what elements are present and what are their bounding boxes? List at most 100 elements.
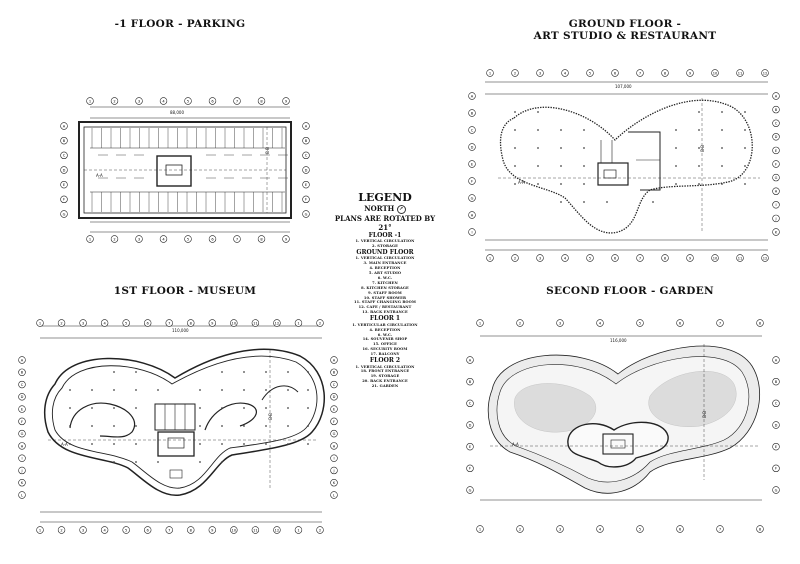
grid-bubble-label: B — [775, 108, 778, 112]
grid-bubble — [330, 442, 338, 450]
grid-bubble — [302, 166, 310, 174]
grid-bubble-label: I — [471, 230, 472, 234]
grid-bubble — [165, 526, 173, 534]
grid-bubble-label: 4 — [103, 528, 106, 532]
grid-bubble-label: K — [775, 230, 778, 234]
grid-bubble — [772, 133, 780, 141]
grid-bubble — [159, 235, 168, 243]
legend-north-label: NORTH ↗ — [330, 204, 440, 214]
grid-bubble-label: 5 — [187, 99, 189, 103]
grid-bubble — [251, 526, 260, 534]
grid-bubble-label: H — [21, 444, 24, 448]
grid-bubble-label: 3 — [138, 237, 140, 241]
structural-column — [675, 129, 677, 131]
grid-bubble — [208, 97, 217, 105]
grid-bubble-label: 5 — [187, 237, 189, 241]
structural-column — [698, 111, 700, 113]
grid-bubble-label: 8 — [759, 527, 762, 531]
legend-item: 21. GARDEN — [371, 384, 399, 389]
legend-item: 4. RECEPTION — [369, 327, 401, 332]
grid-bubble — [184, 235, 192, 243]
structural-column — [221, 389, 223, 391]
structural-column — [135, 371, 137, 373]
structural-column — [113, 407, 115, 409]
grid-bubble — [18, 454, 26, 462]
grid-bubble — [165, 319, 173, 327]
structural-column — [675, 183, 677, 185]
structural-column — [265, 425, 267, 427]
structural-column — [243, 389, 245, 391]
grid-bubble — [143, 526, 152, 534]
grid-bubble-label: 6 — [147, 321, 150, 325]
grid-bubble — [143, 319, 152, 327]
grid-bubble — [536, 254, 544, 262]
structural-column — [199, 407, 201, 409]
legend-item: 14. SOUVENIR SHOP — [362, 337, 408, 342]
grid-bubble — [466, 421, 474, 429]
grid-bubble — [273, 319, 281, 327]
legend-item: 5. ART STUDIO — [368, 271, 402, 276]
grid-bubble — [208, 319, 217, 327]
grid-bubble — [772, 399, 780, 408]
garden-section-mark-bb: B-B — [701, 411, 707, 418]
grid-bubble-label: F — [63, 198, 65, 202]
structural-column — [157, 389, 159, 391]
grid-bubble-label: D — [305, 168, 308, 172]
grid-bubble — [330, 429, 338, 438]
structural-column — [744, 111, 746, 113]
structural-column — [113, 389, 115, 391]
legend-floor-heading: FLOOR 2 — [369, 357, 401, 365]
grid-bubble — [100, 319, 109, 327]
grid-bubble-label: 12 — [763, 71, 768, 75]
structural-column — [560, 201, 562, 203]
grid-bubble — [468, 109, 476, 117]
grid-bubble-label: 11 — [738, 256, 743, 260]
grid-bubble — [761, 254, 769, 262]
grid-bubble — [466, 377, 474, 386]
grid-bubble-label: 2 — [514, 256, 516, 260]
grid-bubble-label: 2 — [319, 528, 321, 532]
legend-item: 4. RECEPTION — [369, 266, 401, 271]
grid-bubble-label: 3 — [82, 321, 84, 325]
grid-bubble-label: 6 — [679, 321, 682, 325]
grid-bubble — [772, 201, 780, 209]
grid-bubble — [159, 97, 168, 105]
grid-bubble-label: 5 — [639, 321, 641, 325]
grid-bubble-label: B — [469, 380, 472, 384]
grid-bubble-label: 1 — [479, 527, 481, 531]
structural-column — [287, 389, 289, 391]
grid-bubble-label: 1 — [297, 528, 299, 532]
grid-bubble-label: 6 — [679, 527, 682, 531]
grid-bubble-label: G — [471, 196, 474, 200]
grid-bubble — [330, 405, 338, 413]
grid-bubble-label: 6 — [211, 99, 214, 103]
structural-column — [744, 165, 746, 167]
grid-bubble-label: 4 — [162, 99, 165, 103]
legend-item: 20. BACK ENTRANCE — [362, 379, 408, 384]
grid-bubble-label: E — [775, 149, 778, 153]
structural-column — [537, 147, 539, 149]
grid-bubble — [468, 228, 476, 236]
grid-bubble — [636, 69, 644, 77]
grid-bubble-label: C — [21, 383, 24, 387]
grid-bubble — [772, 146, 780, 155]
grid-bubble — [36, 526, 44, 534]
grid-bubble — [636, 254, 644, 262]
grid-bubble — [772, 377, 780, 386]
grid-bubble-label: 2 — [319, 321, 321, 325]
grid-bubble-label: 3 — [82, 528, 84, 532]
grid-bubble — [57, 319, 66, 327]
structural-column — [744, 147, 746, 149]
grid-bubble — [330, 491, 338, 499]
structural-column — [307, 407, 309, 409]
grid-bubble — [772, 119, 780, 127]
structural-column — [675, 147, 677, 149]
grid-bubble — [468, 160, 476, 168]
grid-bubble — [761, 69, 769, 77]
grid-bubble-label: I — [21, 457, 22, 461]
grid-bubble-label: 7 — [639, 71, 641, 75]
grid-bubble-label: 1 — [39, 321, 41, 325]
structural-column — [113, 443, 115, 445]
grid-bubble-label: F — [305, 198, 307, 202]
grid-bubble-label: 12 — [275, 528, 280, 532]
